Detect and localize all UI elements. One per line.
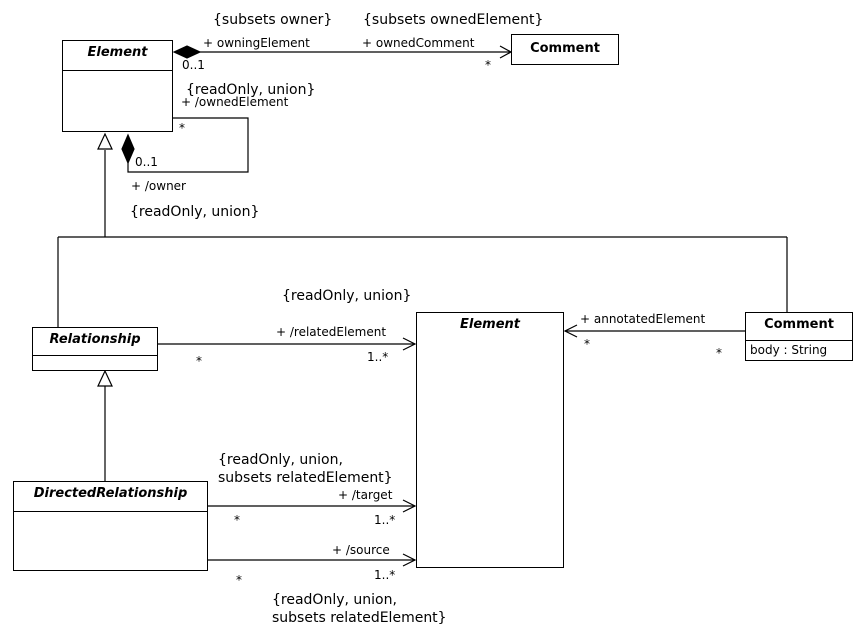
multiplicity-owning-element: 0..1	[182, 58, 205, 72]
multiplicity-target-source: *	[234, 513, 240, 527]
multiplicity-annotated-element: *	[584, 337, 590, 351]
constraint-subsets-owner: {subsets owner}	[213, 12, 333, 28]
class-name: DirectedRelationship	[14, 482, 207, 512]
class-comment-top[interactable]: Comment	[511, 34, 619, 65]
class-name: Element	[460, 317, 520, 332]
class-element-mid[interactable]: Element	[416, 312, 564, 568]
multiplicity-related-target: 1..*	[367, 350, 389, 364]
class-name: Element	[63, 41, 172, 71]
source-arrowhead	[402, 553, 417, 567]
class-comment-mid[interactable]: Comment body : String	[745, 312, 853, 361]
target-arrowhead	[402, 499, 417, 513]
owning-element-diamond	[172, 45, 202, 59]
constraint-readonly-union-owner: {readOnly, union}	[130, 204, 260, 220]
role-owner: + /owner	[131, 179, 186, 193]
class-name: Relationship	[33, 328, 157, 356]
constraint-subsets-owned-element: {subsets ownedElement}	[363, 12, 544, 28]
role-owned-comment: + ownedComment	[362, 36, 475, 50]
role-related-element: + /relatedElement	[276, 325, 387, 339]
multiplicity-owned-element: *	[179, 121, 185, 135]
class-attribute: body : String	[750, 343, 828, 357]
multiplicity-comment: *	[716, 346, 722, 360]
constraint-target-line2: subsets relatedElement}	[218, 470, 393, 486]
role-source: + /source	[332, 543, 390, 557]
multiplicity-target-end: 1..*	[374, 513, 396, 527]
class-relationship[interactable]: Relationship	[32, 327, 158, 371]
class-directed-relationship[interactable]: DirectedRelationship	[13, 481, 208, 571]
class-element-top[interactable]: Element	[62, 40, 173, 132]
role-target: + /target	[338, 488, 393, 502]
multiplicity-source-end: 1..*	[374, 568, 396, 582]
related-element-arrowhead	[402, 337, 417, 351]
constraint-target-line1: {readOnly, union,	[218, 452, 343, 468]
annotated-element-arrowhead	[563, 324, 578, 338]
constraint-source-line2: subsets relatedElement}	[272, 610, 447, 626]
owned-element-self-association	[127, 117, 249, 173]
multiplicity-owned-comment: *	[485, 58, 491, 72]
role-owned-element: + /ownedElement	[181, 95, 289, 109]
multiplicity-owner: 0..1	[135, 155, 158, 169]
role-owning-element: + owningElement	[203, 36, 310, 50]
class-name: Comment	[530, 41, 600, 56]
multiplicity-related-source: *	[196, 354, 202, 368]
generalization-relationship-arrowhead	[97, 369, 113, 387]
constraint-readonly-union-related: {readOnly, union}	[282, 288, 412, 304]
constraint-source-line1: {readOnly, union,	[272, 592, 397, 608]
constraint-readonly-union-owned: {readOnly, union}	[186, 82, 316, 98]
generalization-element-arrowhead	[97, 132, 113, 150]
role-annotated-element: + annotatedElement	[580, 312, 706, 326]
multiplicity-source-source: *	[236, 573, 242, 587]
owner-diamond	[121, 133, 135, 165]
class-name: Comment	[746, 313, 852, 341]
